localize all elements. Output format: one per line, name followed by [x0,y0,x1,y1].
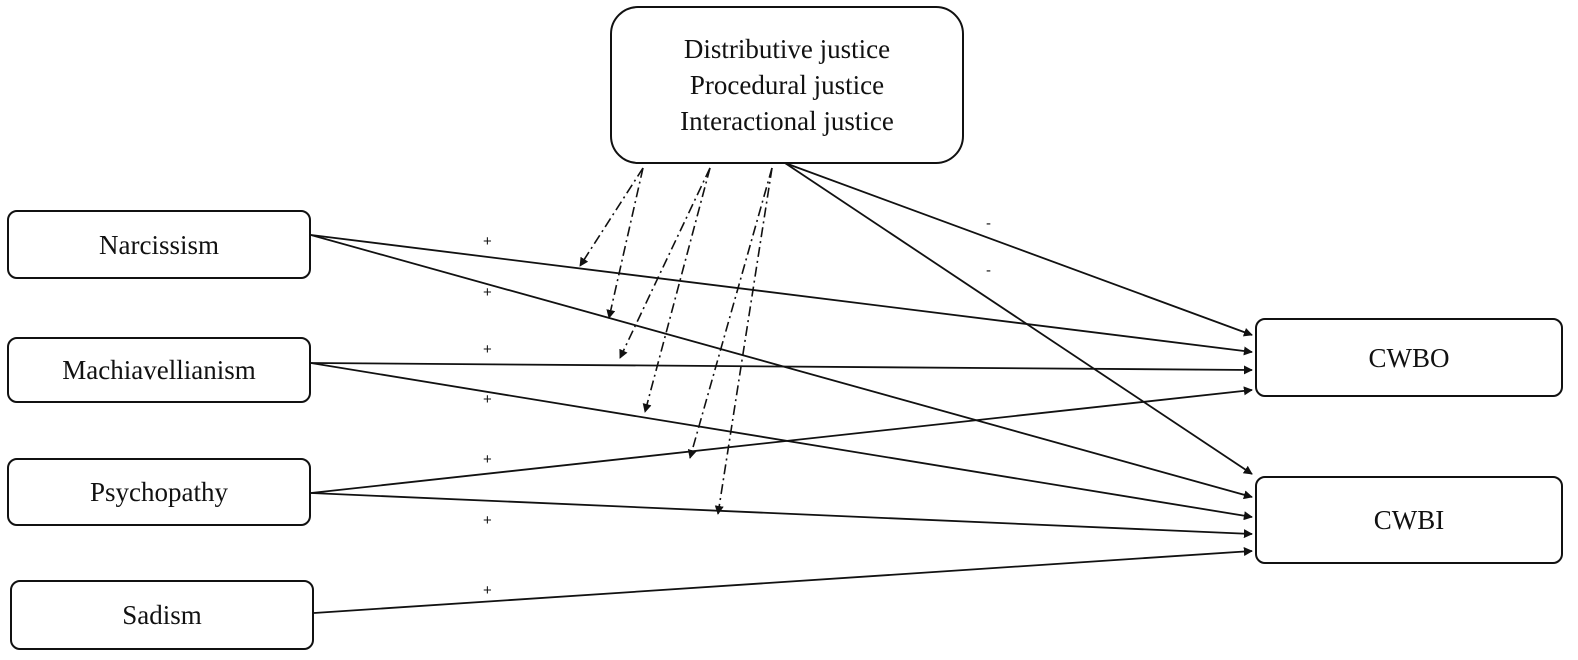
distributive-justice-label: Distributive justice [683,34,891,64]
machiavellianism-box: Machiavellianism [7,337,311,403]
sadism-box: Sadism [10,580,314,650]
path-sign-plus: + [483,582,492,599]
moderation-arrow-3 [619,167,711,359]
edge-psychopathy-cwbo [310,386,1253,494]
procedural-justice-label: Procedural justice [689,70,885,100]
psychopathy-label: Psychopathy [90,477,228,507]
path-sign-plus: + [483,284,492,301]
edge-machiavellianism-cwbo [310,362,1253,375]
interactional-justice-label: Interactional justice [680,106,894,136]
path-sign-plus: + [483,233,492,250]
cwbi-box: CWBI [1255,476,1563,564]
moderation-arrow-5 [687,167,773,459]
cwbo-label: CWBO [1368,342,1450,373]
moderator-box: Distributive justice Procedural justice … [610,6,964,164]
sadism-label: Sadism [122,600,202,630]
cwbo-box: CWBO [1255,318,1563,397]
path-sign-minus: - [986,262,991,279]
cwbi-label: CWBI [1373,505,1445,535]
moderation-arrow-1 [579,167,644,267]
moderation-arrow-6 [714,167,773,515]
machiavellianism-label: Machiavellianism [62,355,256,385]
edge-justice-cwbo [784,162,1253,337]
path-sign-plus: + [483,391,492,408]
path-sign-plus: + [483,512,492,529]
psychopathy-box: Psychopathy [7,458,311,526]
edge-psychopathy-cwbi [310,492,1253,539]
edge-sadism-cwbi [313,547,1253,614]
edge-narcissism-cwbo [310,234,1253,356]
edge-machiavellianism-cwbi [310,362,1253,521]
moderation-arrow-4 [642,167,711,413]
narcissism-box: Narcissism [7,210,311,279]
path-sign-plus: + [483,341,492,358]
narcissism-label: Narcissism [99,229,219,260]
edge-justice-cwbi [784,162,1253,475]
path-sign-plus: + [483,451,492,468]
path-sign-minus: - [986,215,991,232]
moderation-arrow-2 [606,167,644,319]
